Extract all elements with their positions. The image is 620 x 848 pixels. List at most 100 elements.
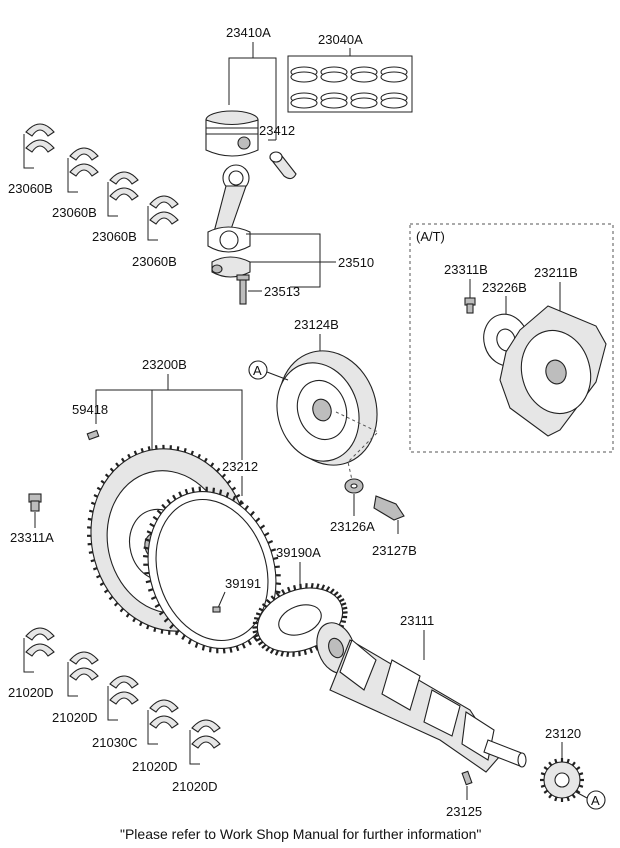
gear-tooth bbox=[191, 487, 195, 493]
gear-tooth bbox=[103, 589, 109, 594]
gear-tooth bbox=[153, 627, 157, 632]
label-23127B: 23127B bbox=[372, 543, 417, 558]
gear-tooth bbox=[275, 591, 281, 598]
gear-tooth bbox=[92, 567, 98, 571]
gear-tooth bbox=[543, 766, 549, 771]
gear-tooth bbox=[235, 645, 240, 652]
piston-ring bbox=[320, 97, 348, 109]
label-21020D-1: 21020D bbox=[8, 685, 54, 700]
ref-marker-a-pulley-label: A bbox=[253, 363, 262, 378]
label-23111: 23111 bbox=[400, 613, 434, 628]
bearing-bracket bbox=[147, 206, 158, 241]
gear-tooth bbox=[109, 467, 115, 473]
gear-tooth bbox=[578, 772, 584, 776]
bearing-bracket bbox=[147, 710, 158, 745]
gear-tooth bbox=[158, 610, 165, 616]
piston-assembly: 23410A 23412 bbox=[205, 25, 297, 180]
gear-tooth bbox=[184, 488, 189, 495]
gear-tooth bbox=[99, 582, 105, 587]
piston-ring bbox=[290, 97, 318, 109]
gear-tooth bbox=[143, 546, 149, 550]
gear-tooth bbox=[154, 445, 158, 450]
piston-ring bbox=[380, 97, 408, 109]
gear-tooth bbox=[93, 493, 99, 498]
gear-tooth bbox=[261, 603, 268, 608]
gear-tooth bbox=[244, 505, 250, 511]
gear-tooth bbox=[198, 486, 202, 492]
gear-tooth bbox=[229, 647, 233, 653]
gear-tooth bbox=[310, 582, 314, 589]
gear-tooth bbox=[166, 498, 172, 505]
piston-ring bbox=[320, 71, 348, 83]
gear-tooth bbox=[225, 492, 230, 498]
bearing-shell-lower bbox=[109, 187, 139, 201]
piston-rings: 23040A bbox=[287, 32, 413, 113]
label-23200B: 23200B bbox=[142, 357, 187, 372]
gear-tooth bbox=[280, 651, 285, 657]
bearing-shell-upper bbox=[69, 651, 99, 665]
gear-tooth bbox=[194, 642, 199, 648]
gear-tooth bbox=[325, 586, 331, 592]
gear-tooth bbox=[176, 446, 180, 451]
gear-tooth bbox=[119, 607, 124, 613]
gear-tooth bbox=[163, 617, 169, 623]
ref-marker-a-sprocket bbox=[586, 790, 606, 810]
label-23510: 23510 bbox=[338, 255, 374, 270]
gear-tooth bbox=[543, 789, 549, 794]
gear-tooth bbox=[566, 796, 570, 802]
gear-tooth bbox=[309, 647, 314, 654]
gear-tooth bbox=[255, 517, 261, 523]
gear-tooth bbox=[140, 447, 144, 453]
ref-marker-a-sprocket-label: A bbox=[591, 793, 600, 808]
bearing-shell-upper bbox=[25, 627, 55, 641]
label-23124B: 23124B bbox=[294, 317, 339, 332]
gear-tooth bbox=[238, 499, 243, 506]
gear-tooth bbox=[169, 623, 175, 630]
gear-tooth bbox=[150, 596, 157, 601]
gear-tooth bbox=[241, 643, 246, 649]
bearing-bracket bbox=[189, 730, 200, 765]
main-bearings: 21020D 21020D 21030C 21020D 21020D bbox=[8, 627, 221, 794]
gear-tooth bbox=[152, 515, 158, 521]
label-23226B: 23226B bbox=[482, 280, 527, 295]
gear-tooth bbox=[575, 766, 581, 771]
bearing-shell-lower bbox=[25, 139, 55, 153]
gear-tooth bbox=[133, 450, 138, 456]
gear-tooth bbox=[255, 612, 262, 616]
gear-tooth bbox=[127, 453, 131, 459]
label-23212: 23212 bbox=[222, 459, 258, 474]
flywheel-group: 23200B 59418 23212 23311A 39191 bbox=[10, 357, 282, 654]
gear-tooth bbox=[149, 522, 155, 528]
label-21020D-2: 21020D bbox=[52, 710, 98, 725]
gear-tooth bbox=[174, 629, 180, 635]
gear-tooth bbox=[286, 651, 290, 658]
footer-note: "Please refer to Work Shop Manual for fu… bbox=[120, 826, 481, 842]
gear-tooth bbox=[540, 772, 546, 776]
gear-tooth bbox=[226, 479, 232, 485]
bearing-shell-upper bbox=[149, 699, 179, 713]
label-23125: 23125 bbox=[446, 804, 482, 819]
gear-tooth bbox=[554, 758, 558, 764]
gear-tooth bbox=[548, 793, 553, 799]
gear-tooth bbox=[274, 650, 280, 656]
label-23412: 23412 bbox=[259, 123, 295, 138]
gear-tooth bbox=[259, 524, 266, 530]
bearing-shell-lower bbox=[69, 667, 99, 681]
gear-tooth bbox=[146, 530, 153, 535]
label-21020D-3: 21020D bbox=[132, 759, 178, 774]
bearing-shell-upper bbox=[69, 147, 99, 161]
gear-tooth bbox=[320, 584, 326, 590]
label-23120: 23120 bbox=[545, 726, 581, 741]
gear-tooth bbox=[275, 582, 282, 586]
gear-tooth bbox=[540, 784, 546, 788]
gear-tooth bbox=[90, 501, 96, 506]
bearing-shell-upper bbox=[109, 675, 139, 689]
bearing-shell-upper bbox=[109, 171, 139, 185]
gear-tooth bbox=[222, 648, 226, 654]
gear-tooth bbox=[216, 467, 221, 473]
gear-tooth bbox=[263, 531, 270, 537]
gear-tooth bbox=[255, 637, 261, 642]
gear-tooth bbox=[267, 539, 274, 544]
crank-sprocket: 23120 A bbox=[540, 726, 606, 810]
gear-tooth bbox=[293, 584, 297, 591]
